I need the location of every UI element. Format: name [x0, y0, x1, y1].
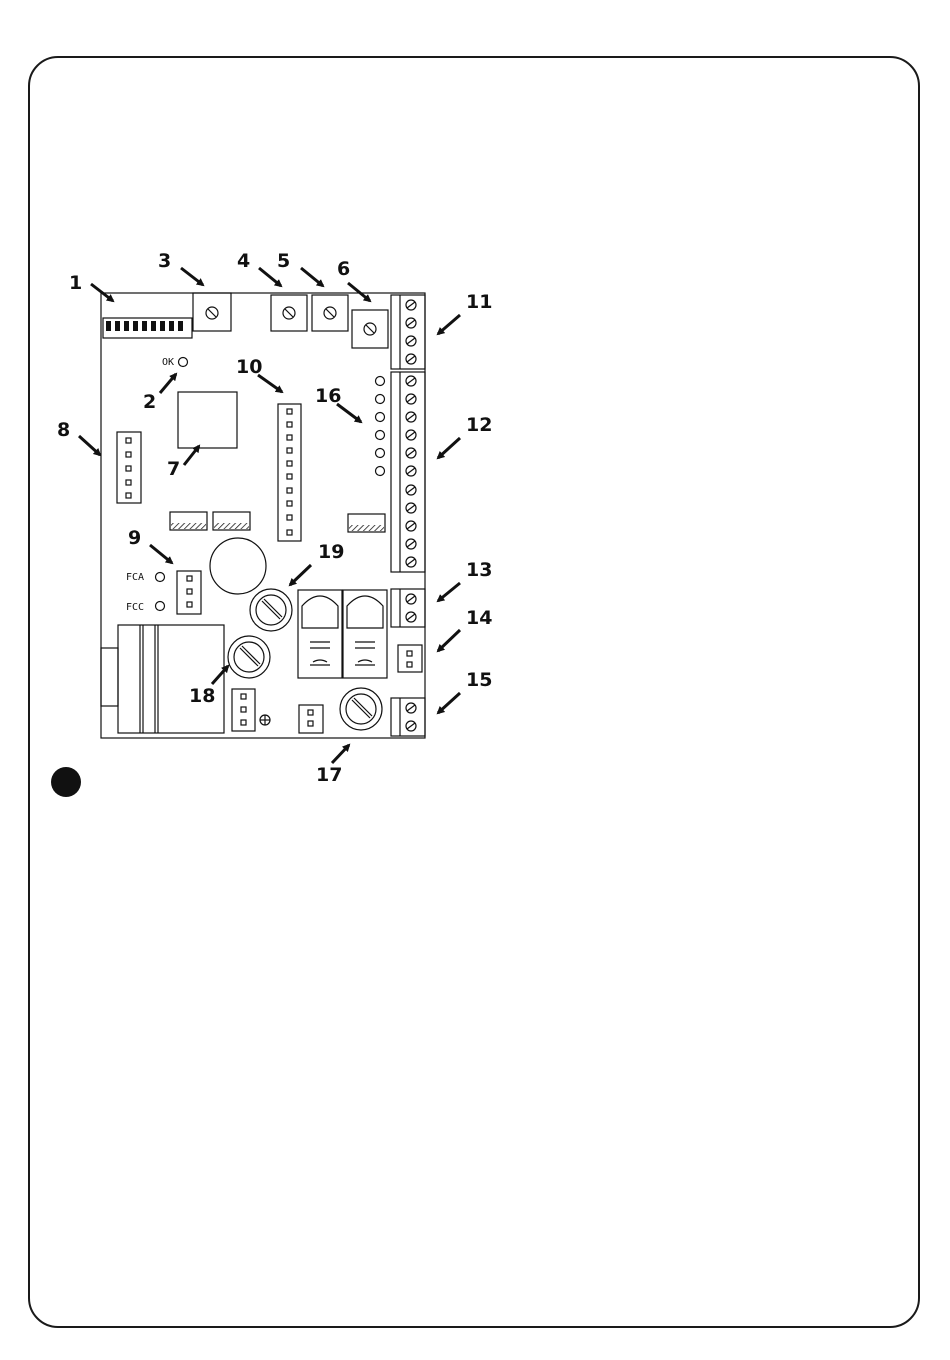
fuse-18	[228, 636, 270, 678]
callout-19: 19	[318, 541, 344, 563]
connector-bottom-middle	[299, 705, 323, 733]
callout-6: 6	[337, 258, 350, 280]
callout-11: 11	[466, 291, 492, 313]
microprocessor	[178, 392, 237, 448]
callout-9: 9	[128, 527, 141, 549]
fca-label: FCA	[126, 572, 144, 583]
circuit-board	[101, 293, 425, 738]
relay-left	[298, 590, 342, 678]
trimmer-6	[352, 310, 388, 348]
connector-8	[117, 432, 141, 503]
connector-strip-10	[278, 404, 301, 541]
status-leds	[376, 377, 385, 476]
callout-15: 15	[466, 669, 492, 691]
terminal-block-15	[391, 698, 425, 736]
fuse-19	[250, 589, 292, 631]
hatched-component-left	[170, 512, 207, 530]
limit-switch-area: FCA FCC	[126, 571, 201, 614]
callout-13: 13	[466, 559, 492, 581]
trimmer-4	[271, 295, 307, 331]
callout-3: 3	[158, 250, 171, 272]
trimmer-3	[193, 293, 231, 331]
trimmer-5	[312, 295, 348, 331]
callout-1: 1	[69, 272, 82, 294]
callout-17: 17	[316, 764, 342, 786]
terminal-block-13	[391, 589, 425, 627]
callout-2: 2	[143, 391, 156, 413]
callout-18: 18	[189, 685, 215, 707]
callout-5: 5	[277, 250, 290, 272]
ok-label: OK	[162, 357, 174, 368]
transformer	[101, 625, 224, 733]
hatched-component-right	[348, 514, 385, 532]
connector-bottom-left	[232, 689, 270, 731]
ok-led: OK	[162, 357, 188, 368]
fcc-label: FCC	[126, 602, 144, 613]
callout-8: 8	[57, 419, 70, 441]
terminal-block-12	[391, 372, 425, 572]
section-bullet	[51, 767, 81, 797]
terminal-block-11	[391, 295, 425, 369]
callout-arrows	[79, 268, 460, 763]
callout-14: 14	[466, 607, 492, 629]
callout-4: 4	[237, 250, 250, 272]
relay-right	[343, 590, 387, 678]
fuse-17	[340, 688, 382, 730]
connector-14	[398, 645, 422, 672]
capacitor	[210, 538, 266, 594]
callout-12: 12	[466, 414, 492, 436]
hatched-component-middle	[213, 512, 250, 530]
callout-7: 7	[167, 458, 180, 480]
callout-10: 10	[236, 356, 262, 378]
callout-16: 16	[315, 385, 341, 407]
dip-switch	[103, 318, 192, 338]
